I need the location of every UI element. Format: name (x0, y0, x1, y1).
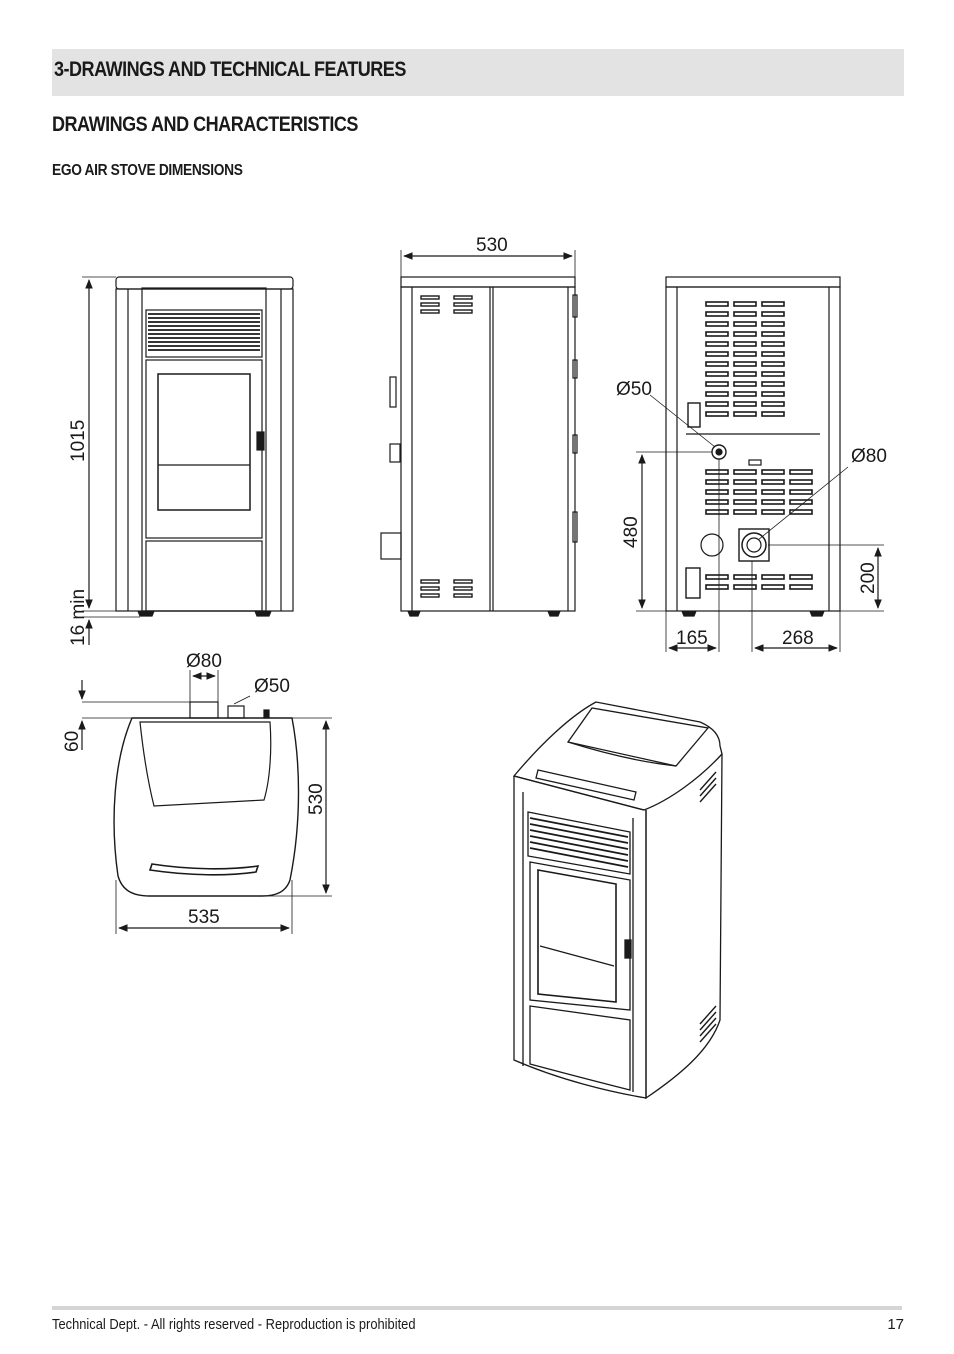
side-view (380, 250, 578, 617)
dim-front-height: 1015 (68, 420, 89, 462)
dim-top-width: 535 (188, 907, 220, 928)
section-title: 3-DRAWINGS AND TECHNICAL FEATURES (54, 58, 406, 81)
dim-rear-air-intake: Ø80 (851, 446, 887, 467)
top-view (78, 670, 332, 934)
dim-front-feet: 16 min (68, 589, 89, 646)
dim-rear-pipe-height: 480 (621, 516, 642, 548)
footer-divider (52, 1306, 902, 1310)
drawing-caption: EGO AIR STOVE DIMENSIONS (52, 162, 243, 179)
dim-rear-intake-offset: 268 (782, 628, 814, 649)
dim-top-depth: 530 (306, 783, 327, 815)
page-subtitle: DRAWINGS AND CHARACTERISTICS (52, 113, 358, 136)
section-header-bar (52, 49, 904, 96)
dim-rear-intake-height: 200 (858, 562, 879, 594)
dim-rear-pipe-offset: 165 (676, 628, 708, 649)
dim-side-width: 530 (476, 235, 508, 256)
perspective-view (512, 701, 723, 1100)
footer-rights: Technical Dept. - All rights reserved - … (52, 1316, 416, 1333)
dim-top-outlet: Ø80 (186, 651, 222, 672)
dim-top-offset: 60 (62, 731, 83, 752)
dim-rear-upper-pipe: Ø50 (616, 379, 652, 400)
dim-top-pipe: Ø50 (254, 676, 290, 697)
page-number: 17 (887, 1316, 904, 1333)
front-view (82, 276, 294, 645)
rear-view (636, 276, 884, 652)
